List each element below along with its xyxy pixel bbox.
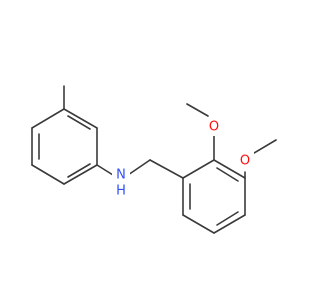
double-bond-inner [216, 167, 239, 182]
dimethoxyphenyl-ring [149, 103, 277, 234]
atom-label-o: O [209, 120, 219, 135]
bond [213, 159, 246, 179]
bond [182, 159, 215, 179]
methoxy-bond [186, 103, 209, 117]
bond [31, 108, 65, 129]
atom-amine: N H [112, 168, 130, 199]
bond [63, 108, 98, 129]
double-bond-inner [67, 115, 91, 130]
bond [31, 164, 65, 185]
methylphenyl-ring [31, 85, 98, 185]
double-bond-inner [216, 211, 239, 226]
bond [213, 214, 246, 234]
bond [149, 159, 184, 179]
atom-oxygen-3: O [236, 152, 254, 170]
double-bond-inner [67, 163, 91, 178]
amine-to-benzyl-bond [127, 159, 151, 176]
structure-diagram: N H O O [31, 85, 277, 234]
methoxy-bond [253, 139, 277, 154]
atom-oxygen-2: O [205, 118, 223, 136]
bond [63, 164, 98, 185]
atom-label-n: N [116, 168, 126, 183]
ring-to-amine-bond [96, 164, 114, 176]
bond [182, 214, 215, 234]
atom-label-o: O [240, 154, 250, 169]
molecule-canvas: N H O O [31, 85, 277, 234]
atom-label-h: H [116, 184, 126, 199]
